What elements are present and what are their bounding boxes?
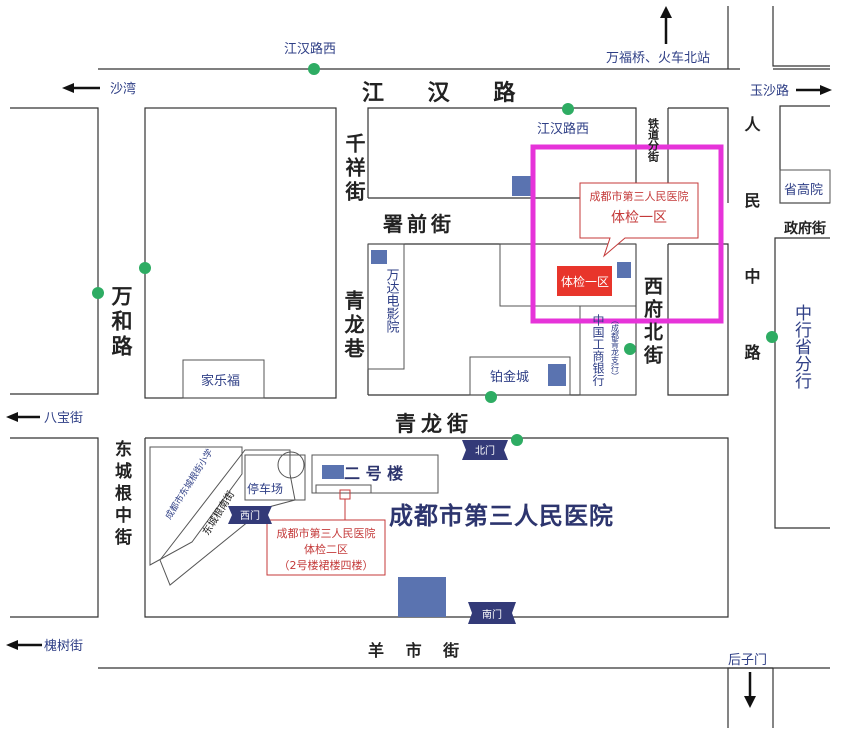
direction-east-label: 玉沙路 (750, 83, 789, 99)
direction-south-label: 后子门 (728, 653, 767, 668)
building-square-jianghan (512, 176, 532, 196)
road-qinglong-xiang: 青龙巷 (341, 290, 365, 362)
building-2-label: 二 号 楼 (344, 464, 403, 483)
station-jianghan-xi (562, 103, 574, 115)
svg-text:北门: 北门 (475, 444, 495, 457)
building-school-label: 成都市东城根街小学 (162, 447, 215, 522)
building-square-zone1 (617, 262, 631, 278)
building-icbc-label: 中国工商银行 (591, 313, 605, 386)
road-yangshi-jie: 羊 市 街 (368, 641, 467, 660)
zone1-highlight-box (530, 144, 724, 324)
building-jialefu-label: 家乐福 (201, 373, 240, 389)
station-label-top: 江汉路西 (284, 41, 336, 57)
building-bojincheng-label: 铂金城 (490, 369, 529, 385)
road-tiedao-fen-jie: 铁道分街 (647, 117, 661, 163)
zone2-line1: 成都市第三人民医院 (277, 526, 376, 540)
gate-west: 西门 (228, 506, 272, 524)
bus-stations (92, 63, 778, 446)
road-renmin-zhong-lu: 人民中路 (742, 116, 761, 420)
road-dongcheng-genzhong-jie: 东城根中街 (111, 439, 133, 550)
building-parking-label: 停车场 (247, 481, 283, 496)
station-wanhe-1 (139, 262, 151, 274)
road-wanhe-lu: 万和路 (109, 285, 134, 360)
road-zhengfu-jie: 政府街 (784, 220, 826, 237)
building-markers (322, 176, 631, 617)
station-wanhe-2 (92, 287, 104, 299)
svg-text:南门: 南门 (482, 608, 502, 621)
svg-text:西门: 西门 (240, 509, 260, 522)
road-xifu-bei-jie: 西府北街 (641, 276, 664, 368)
zone2-line2: 体检二区 (304, 542, 348, 556)
direction-arrows (6, 6, 832, 708)
road-qianxiang-jie: 千祥街 (342, 133, 366, 205)
building-square-wanda (371, 250, 387, 264)
inner-details (149, 169, 831, 586)
road-qinglong-jie: 青龙街 (395, 412, 473, 436)
zone1-callout-title: 成都市第三人民医院 (590, 189, 689, 203)
building-shengaoyuan-label: 省高院 (784, 182, 823, 198)
building-icbc-branch-label: （成都青龙支行） (611, 316, 620, 380)
zone2-callout: 成都市第三人民医院 体检二区 （2号楼裙楼四楼） (266, 489, 386, 576)
zone1-red-marker (557, 266, 612, 296)
road-shuqian-jie: 署前街 (383, 212, 455, 236)
building-square-hospital-main (398, 577, 446, 617)
station-jianghan-top (308, 63, 320, 75)
gate-south: 南门 (468, 602, 516, 624)
direction-west-top-label: 沙湾 (110, 81, 136, 97)
building-square-building2 (322, 465, 344, 479)
road-jianghan-lu: 江 汉 路 (362, 80, 533, 106)
zone1-callout: 成都市第三人民医院 体检一区 体检一区 (557, 182, 699, 296)
zone1-marker-label: 体检一区 (561, 274, 609, 289)
direction-west-mid-label: 八宝街 (44, 411, 83, 426)
station-qinglong-1 (485, 391, 497, 403)
station-label-jianghanxi: 江汉路西 (537, 121, 589, 137)
block-outlines (10, 6, 830, 728)
building-boc-label: 中行省分行 (791, 304, 812, 390)
station-xifu (624, 343, 636, 355)
building-wanda-label: 万达电影院 (384, 268, 400, 333)
direction-north-label: 万福桥、火车北站 (606, 50, 710, 66)
hospital-name-label: 成都市第三人民医院 (389, 502, 614, 530)
direction-west-bottom-label: 槐树街 (44, 638, 83, 654)
zone2-line3: （2号楼裙楼四楼） (279, 558, 374, 572)
gate-north: 北门 (462, 440, 508, 460)
station-renmin (766, 331, 778, 343)
station-qinglong-2 (511, 434, 523, 446)
building-square-bojin (548, 364, 566, 386)
zone1-callout-sub: 体检一区 (611, 210, 667, 226)
